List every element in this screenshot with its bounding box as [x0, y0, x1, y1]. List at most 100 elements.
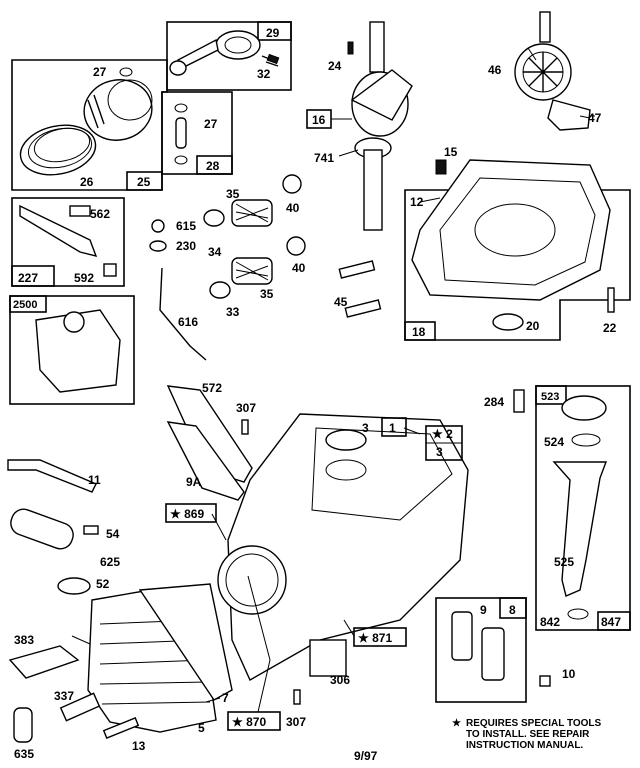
breather-gasket — [57, 577, 91, 595]
label-741: 741 — [314, 151, 334, 165]
breather-rod — [7, 459, 97, 493]
part-number-labels: 27 29 32 24 46 47 26 25 27 28 16 741 15 … — [13, 26, 621, 761]
label-523: 523 — [541, 391, 559, 403]
label-52: 52 — [96, 577, 110, 591]
box-1 — [381, 417, 407, 437]
gasket-9 — [451, 611, 473, 661]
dipstick-cap — [561, 395, 607, 421]
spark-plug-boot — [13, 707, 33, 743]
dipstick-seal — [567, 608, 589, 620]
tool-group — [11, 197, 125, 287]
label-29: 29 — [266, 26, 280, 40]
dipstick-group — [535, 385, 631, 631]
breather-tube-hose — [10, 508, 74, 550]
gasket-9a — [166, 421, 245, 501]
fuel-tank — [35, 309, 121, 393]
special-tools-line3: INSTRUCTION MANUAL. — [466, 740, 583, 751]
sump-bolt — [607, 287, 615, 313]
label-9: 9 — [480, 603, 487, 617]
label-35a: 35 — [226, 187, 240, 201]
label-524: 524 — [544, 435, 564, 449]
tappet-upper — [282, 174, 302, 194]
label-22: 22 — [603, 321, 617, 335]
cam-pin-group — [338, 260, 382, 318]
cylinder-block — [227, 413, 469, 681]
label-35b: 35 — [260, 287, 274, 301]
label-871-star: ★ 871 — [358, 631, 392, 645]
valve-keeper — [151, 219, 165, 233]
label-12: 12 — [410, 195, 424, 209]
label-592: 592 — [74, 271, 94, 285]
label-2500: 2500 — [13, 299, 37, 311]
breather-tube — [159, 267, 207, 361]
piston-group — [11, 59, 233, 191]
tool-screw — [69, 205, 91, 217]
label-307b: 307 — [286, 715, 306, 729]
crankshaft-lower-shaft — [363, 149, 383, 231]
label-562: 562 — [90, 207, 110, 221]
label-383: 383 — [14, 633, 34, 647]
governor-group — [514, 11, 595, 131]
label-46: 46 — [488, 63, 502, 77]
sump-cover — [411, 159, 611, 301]
label-26: 26 — [80, 175, 94, 189]
breather-screw — [83, 525, 99, 535]
label-227: 227 — [18, 271, 38, 285]
box-870 — [227, 711, 281, 731]
label-27a: 27 — [93, 65, 107, 79]
label-24: 24 — [328, 59, 342, 73]
box-2500-tag — [9, 295, 47, 313]
plate-group — [435, 597, 527, 703]
label-635: 635 — [14, 747, 34, 761]
label-25: 25 — [137, 175, 151, 189]
box-847-tag — [597, 611, 631, 631]
label-9A: 9A — [186, 475, 202, 489]
footer-date: 9/97 — [354, 749, 378, 763]
label-616: 616 — [178, 315, 198, 329]
wrist-pin — [175, 117, 187, 149]
head-gasket — [138, 583, 233, 701]
label-1: 1 — [389, 421, 396, 435]
crankshaft-group — [306, 21, 413, 231]
special-tools-line1: REQUIRES SPECIAL TOOLS — [466, 718, 602, 729]
label-842: 842 — [540, 615, 560, 629]
box-29-tag — [257, 21, 292, 41]
piston — [83, 79, 153, 141]
screw-307b — [293, 689, 301, 705]
label-45: 45 — [334, 295, 348, 309]
box-25-tag — [126, 171, 163, 191]
label-7: 7 — [222, 691, 229, 705]
oil-seal — [492, 313, 524, 331]
lower-left-parts — [8, 645, 140, 743]
label-572: 572 — [202, 381, 222, 395]
label-5: 5 — [198, 721, 205, 735]
box-523-tag — [535, 385, 567, 405]
intake-valve — [203, 209, 225, 227]
label-32: 32 — [257, 67, 271, 81]
label-284: 284 — [484, 395, 504, 409]
tool-nut — [103, 263, 117, 277]
bolt-284 — [513, 389, 525, 413]
spark-plug-cover — [8, 645, 80, 679]
special-tools-star: ★ — [452, 718, 461, 729]
spark-plug — [59, 692, 101, 722]
label-54: 54 — [106, 527, 120, 541]
block-plate — [309, 639, 347, 677]
box-227-tag — [11, 265, 55, 287]
sump-group — [404, 159, 631, 341]
bearing-seal — [325, 429, 367, 451]
fuel-tank-group — [9, 295, 135, 405]
label-337: 337 — [54, 689, 74, 703]
label-625: 625 — [100, 555, 120, 569]
label-27b: 27 — [204, 117, 218, 131]
cylinder-bore — [217, 545, 287, 615]
connecting-rod-big-end — [215, 30, 261, 60]
engine-block — [217, 413, 469, 681]
valve-washer — [149, 240, 167, 252]
tool-bar — [19, 204, 98, 258]
connecting-rod-group — [166, 21, 292, 91]
screw-307a — [241, 419, 249, 435]
valve-group — [149, 174, 306, 299]
label-230: 230 — [176, 239, 196, 253]
